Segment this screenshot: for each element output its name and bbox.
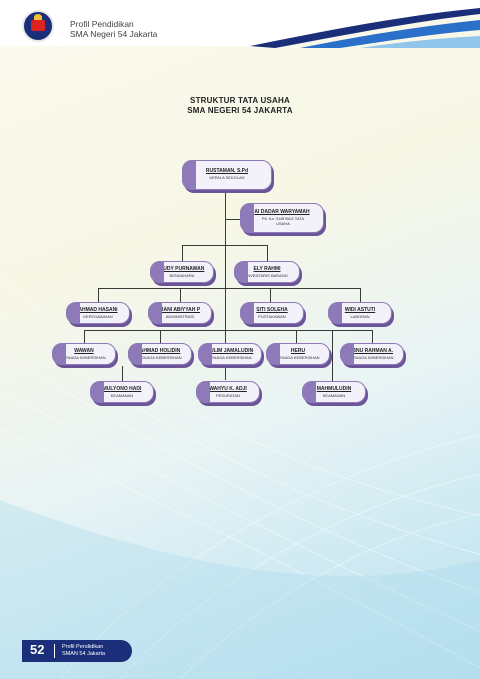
org-position: TENAGA KEBERSIHAN: [276, 355, 320, 360]
chart-title-line-2: SMA NEGERI 54 JAKARTA: [187, 106, 293, 115]
connector-security-1: [122, 366, 123, 381]
org-box-support-5: IBNU RAHMAN A. TENAGA KEBERSIHAN: [340, 343, 404, 365]
org-position: TENAGA KEBERSIHAN: [208, 355, 252, 360]
org-box-deputy: AI DADAR WARYAMAH Plt. Ka. SUB BAG TATA …: [240, 203, 324, 233]
org-box-staff-3: SITI SOLEHA PUSTAKAWAN: [240, 302, 304, 324]
org-position: TENAGA KEBERSIHAN: [62, 355, 106, 360]
connector-level3: [98, 288, 360, 289]
chart-title-line-1: STRUKTUR TATA USAHA: [190, 96, 290, 105]
org-name: YULIM JAMALUDIN: [206, 348, 254, 354]
org-name: SITI SOLEHA: [256, 307, 288, 313]
org-name: AHMAD HOLIDIN: [139, 348, 181, 354]
footer-text: Profil Pendidikan SMAN 54 Jakarta: [62, 644, 105, 658]
org-name: ELY RAHMI: [253, 266, 281, 272]
org-position: KEAMANAN: [110, 393, 134, 398]
org-name: AHMAD HASANI: [78, 307, 118, 313]
org-name: AI DADAR WARYAMAH: [254, 209, 310, 215]
org-name: MULYONO HADI: [102, 386, 142, 392]
org-box-support-2: AHMAD HOLIDIN TENAGA KEBERSIHAN: [128, 343, 192, 365]
org-position: INVENTARIS BARANG: [246, 273, 288, 278]
header-line-1: Profil Pendidikan: [70, 19, 134, 29]
footer-line-1: Profil Pendidikan: [62, 644, 104, 650]
org-position: LABORAN: [350, 314, 370, 319]
org-name: RUDY PURNAWAN: [159, 266, 205, 272]
org-position: PUSTAKAWAN: [258, 314, 286, 319]
org-name: WIDI ASTUTI: [344, 307, 376, 313]
page-footer: 52 Profil Pendidikan SMAN 54 Jakarta: [22, 640, 142, 662]
header-title: Profil Pendidikan SMA Negeri 54 Jakarta: [70, 19, 157, 39]
org-box-bottom-1: MULYONO HADI KEAMANAN: [90, 381, 154, 403]
connector-deputy: [225, 219, 240, 220]
org-position: TENAGA KEBERSIHAN: [350, 355, 394, 360]
connector-main: [225, 190, 226, 380]
footer-badge: [22, 640, 132, 662]
org-box-staff-1: AHMAD HASANI KEPEGAWAIAN: [66, 302, 130, 324]
connector-security-2: [332, 331, 333, 381]
org-name: HERU: [290, 348, 306, 354]
page-number: 52: [30, 642, 45, 657]
org-name: WAWAN: [74, 348, 94, 354]
org-box-staff-4: WIDI ASTUTI LABORAN: [328, 302, 392, 324]
header-line-2: SMA Negeri 54 Jakarta: [70, 29, 158, 39]
org-position: PESURATAN: [216, 393, 240, 398]
org-position: KEAMANAN: [322, 393, 346, 398]
org-box-inventory: ELY RAHMI INVENTARIS BARANG: [234, 261, 300, 283]
org-box-support-3: YULIM JAMALUDIN TENAGA KEBERSIHAN: [198, 343, 262, 365]
org-position: KEPALA SEKOLAH: [209, 175, 245, 180]
org-box-head: RUSTAMAN, S.Pd KEPALA SEKOLAH: [182, 160, 272, 190]
org-position: TENAGA KEBERSIHAN: [138, 355, 182, 360]
org-box-bottom-3: MAHMULUDIN KEAMANAN: [302, 381, 366, 403]
org-box-finance: RUDY PURNAWAN BENDAHARA: [150, 261, 214, 283]
org-box-staff-2: BANI ABIYYAH P ADMINISTRASI: [148, 302, 212, 324]
org-box-bottom-2: WAHYU K. ADJI PESURATAN: [196, 381, 260, 403]
org-name: RUSTAMAN, S.Pd: [205, 168, 249, 174]
header-banner: [0, 0, 480, 48]
org-name: BANI ABIYYAH P: [159, 307, 201, 313]
footer-line-2: SMAN 54 Jakarta: [62, 651, 106, 657]
page-header: Profil Pendidikan SMA Negeri 54 Jakarta: [0, 0, 480, 48]
org-box-support-4: HERU TENAGA KEBERSIHAN: [266, 343, 330, 365]
connector-level4: [84, 330, 372, 331]
org-position: KEPEGAWAIAN: [83, 314, 113, 319]
school-logo-icon: [22, 10, 54, 42]
org-name: MAHMULUDIN: [316, 386, 352, 392]
org-name: IBNU RAHMAN A.: [350, 348, 394, 354]
org-position: Plt. Ka. SUB BAG TATA USAHA: [261, 216, 305, 226]
org-box-support-1: WAWAN TENAGA KEBERSIHAN: [52, 343, 116, 365]
org-name: WAHYU K. ADJI: [209, 386, 247, 392]
connector-level2: [182, 245, 268, 246]
org-position: ADMINISTRASI: [165, 314, 195, 319]
org-position: BENDAHARA: [169, 273, 195, 278]
